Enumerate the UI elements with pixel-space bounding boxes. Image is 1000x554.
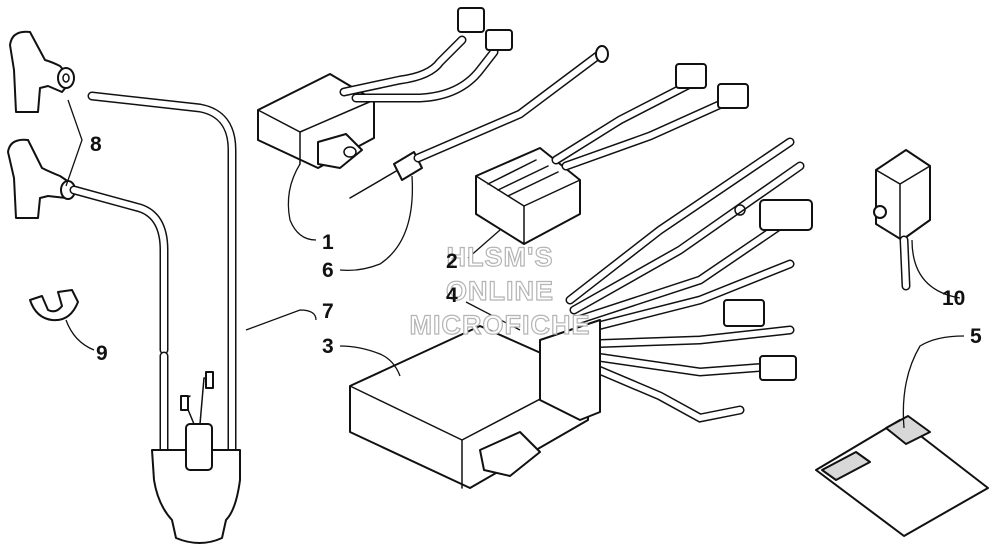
cdi-module <box>257 7 513 169</box>
callout-4: 4 <box>446 284 458 307</box>
callout-9: 9 <box>96 342 108 365</box>
leader-lines <box>65 99 965 429</box>
watermark-line-1: HLSM'S <box>447 242 554 272</box>
callout-7: 7 <box>322 300 334 323</box>
callout-6: 6 <box>322 259 334 282</box>
ignition-coil-assembly <box>69 91 241 544</box>
wiring-harness <box>565 137 813 423</box>
callout-3: 3 <box>322 335 334 358</box>
callout-labels: 1 2 3 4 5 6 7 8 9 10 <box>90 133 982 365</box>
temperature-sensor <box>349 45 609 199</box>
callout-5: 5 <box>970 325 982 348</box>
spark-plug-cap-upper <box>9 30 75 113</box>
watermark: HLSM'S ONLINE MICROFICHE <box>409 241 591 340</box>
sensor-unit <box>873 149 931 291</box>
callout-8: 8 <box>90 133 102 156</box>
callout-2: 2 <box>446 250 458 273</box>
wire-clip <box>29 289 79 322</box>
watermark-line-2: ONLINE <box>446 276 554 306</box>
voltage-regulator <box>475 63 749 245</box>
callout-10: 10 <box>942 287 965 310</box>
spark-plug-cap-lower <box>7 138 76 219</box>
ecu-module <box>349 319 601 489</box>
decal-sheet <box>815 415 989 537</box>
callout-1: 1 <box>322 231 334 254</box>
watermark-line-3: MICROFICHE <box>410 310 591 340</box>
